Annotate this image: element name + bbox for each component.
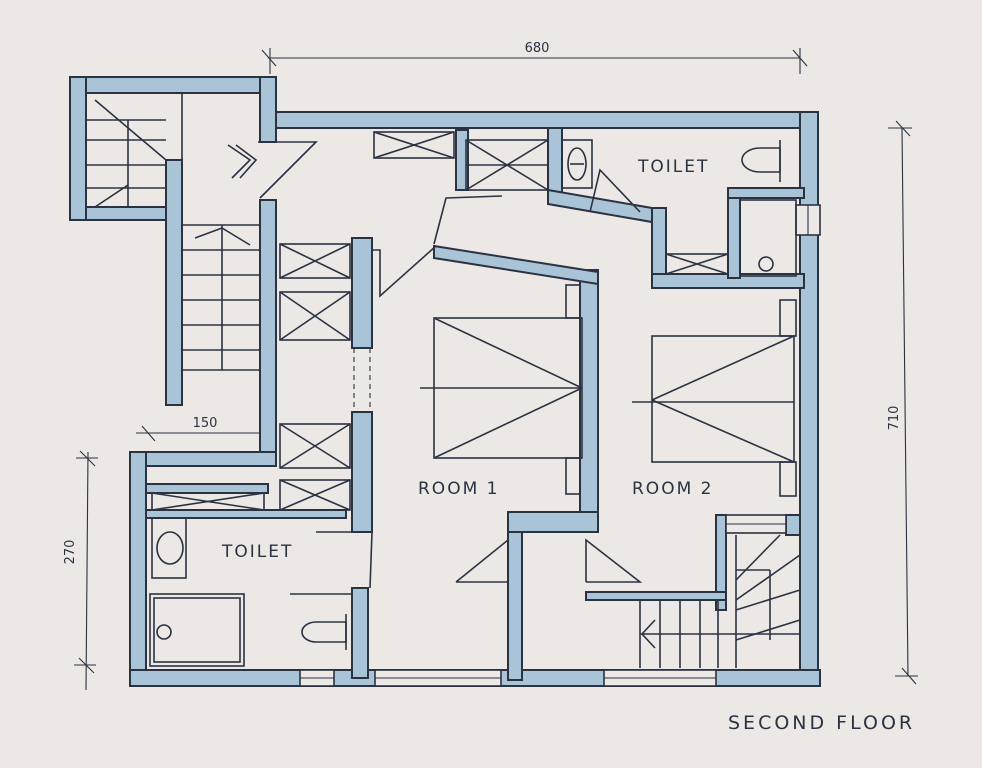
dim-left-wing-width: 150 bbox=[193, 416, 218, 431]
room2-label: ROOM 2 bbox=[632, 479, 713, 499]
dim-height-total: 710 bbox=[887, 406, 902, 431]
stairs-upper-left bbox=[86, 93, 260, 371]
bed-room1 bbox=[420, 284, 583, 495]
room1-label: ROOM 1 bbox=[418, 479, 499, 499]
fixtures bbox=[149, 139, 797, 667]
toilet-lower-label: TOILET bbox=[221, 542, 293, 562]
doors bbox=[258, 141, 643, 595]
dim-left-wing-height: 270 bbox=[63, 540, 78, 565]
toilet-upper-label: TOILET bbox=[637, 157, 709, 177]
windows bbox=[299, 204, 821, 687]
bed-room2 bbox=[632, 299, 797, 497]
floor-title: SECOND FLOOR bbox=[728, 712, 915, 734]
cabinets bbox=[151, 131, 729, 511]
walls bbox=[69, 76, 821, 687]
dim-width-total: 680 bbox=[525, 41, 550, 56]
stairs-lower-right bbox=[639, 534, 801, 668]
